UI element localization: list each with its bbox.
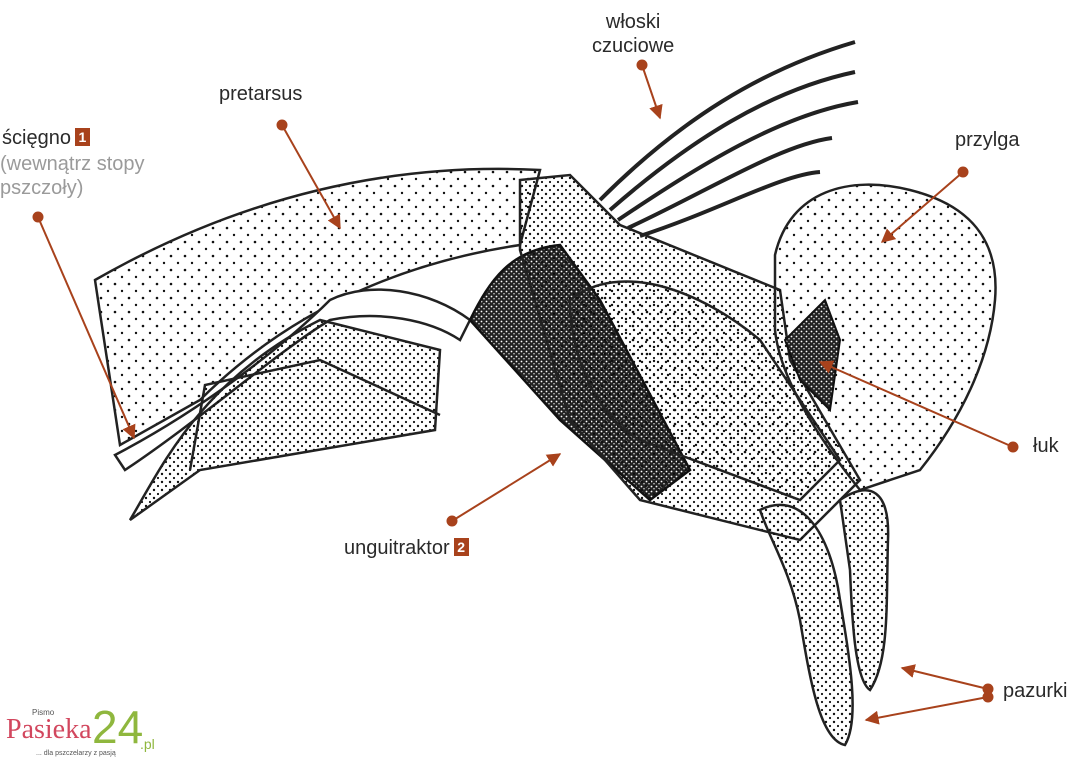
badge-2: 2 — [453, 538, 469, 556]
badge-1: 1 — [74, 128, 90, 146]
sensory-hairs — [598, 40, 859, 238]
logo-tagline: ... dla pszczelarzy z pasją — [36, 750, 116, 757]
label-pretarsus: pretarsus — [219, 83, 303, 105]
note-line: pszczoły) — [0, 177, 84, 199]
logo-number: 24 — [92, 701, 144, 753]
pasieka24-logo[interactable]: Pismo Pasieka 24 .pl ... dla pszczelarzy… — [6, 701, 156, 762]
label-wloski-czuciowe: włoski czuciowe — [592, 10, 674, 58]
logo-name: Pasieka — [6, 714, 92, 745]
logo-pismo: Pismo — [32, 708, 55, 717]
note-line: (wewnątrz stopy — [0, 153, 145, 175]
label-line: włoski — [605, 11, 661, 33]
label-pazurki: pazurki — [1003, 680, 1068, 702]
label-przylga: przylga — [955, 129, 1020, 151]
luk-shape — [783, 298, 842, 413]
logo-domain: .pl — [140, 736, 155, 752]
label-sciegno-note: (wewnątrz stopy pszczoły) — [0, 152, 145, 200]
lower-segment — [128, 318, 442, 522]
label-luk: łuk — [1033, 435, 1059, 457]
label-text: unguitraktor — [344, 537, 450, 559]
przylga-shape — [773, 183, 997, 492]
label-line: czuciowe — [592, 35, 675, 57]
label-text: ścięgno — [2, 127, 71, 149]
claws-shape — [758, 489, 890, 747]
